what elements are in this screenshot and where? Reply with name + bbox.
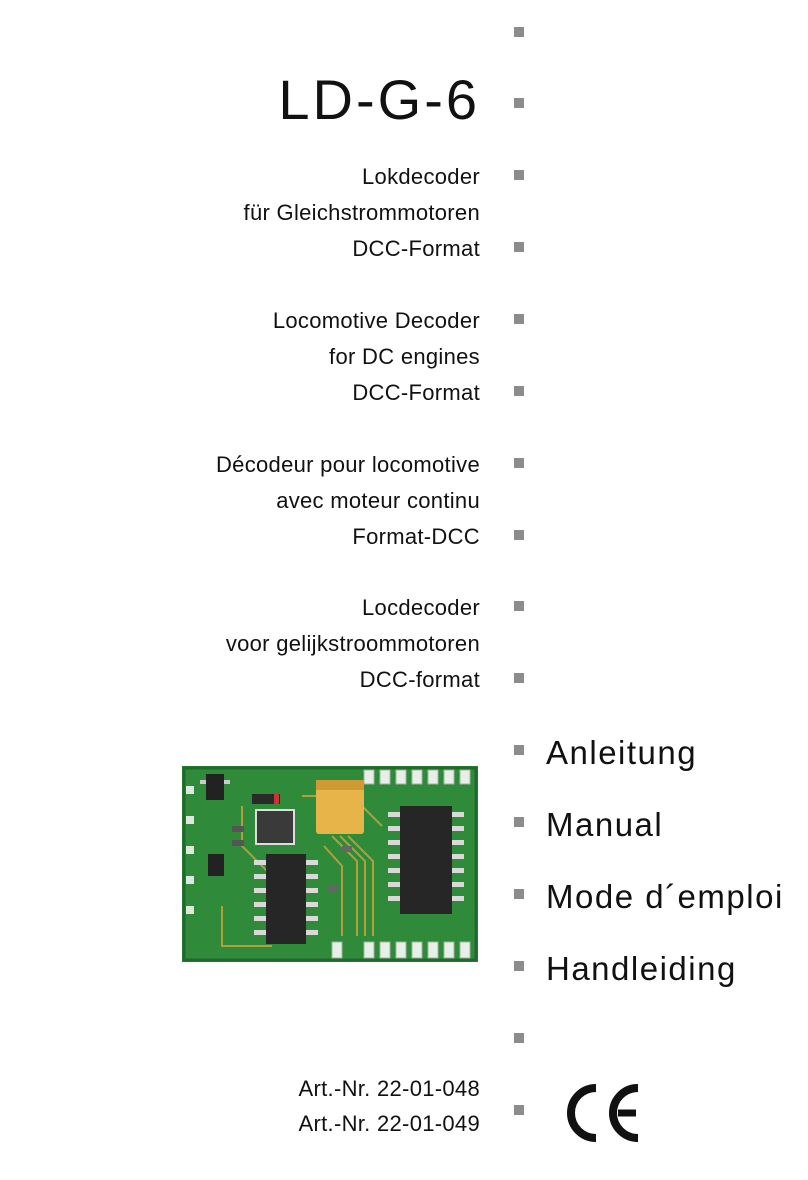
label-handleiding: Handleiding xyxy=(546,950,737,987)
ce-mark-icon xyxy=(567,1084,639,1142)
section-nl-line-3: DCC-format xyxy=(359,667,480,692)
article-number-2: Art.-Nr. 22-01-049 xyxy=(298,1111,480,1136)
section-de-line-3: DCC-Format xyxy=(352,236,480,261)
section-fr-line-2: avec moteur continu xyxy=(276,488,480,513)
bullet-marker xyxy=(514,530,524,540)
section-fr-line-1: Décodeur pour locomotive xyxy=(215,452,480,477)
section-en-line-2: for DC engines xyxy=(329,344,480,369)
label-mode-d-emploi: Mode d´emploi xyxy=(546,878,784,915)
label-manual: Manual xyxy=(546,806,664,843)
bullet-marker xyxy=(514,817,524,827)
bullet-marker xyxy=(514,889,524,899)
bullet-marker xyxy=(514,242,524,252)
article-number-1: Art.-Nr. 22-01-048 xyxy=(298,1076,480,1101)
bullet-marker xyxy=(514,98,524,108)
bullet-marker xyxy=(514,745,524,755)
section-de-line-2: für Gleichstrommotoren xyxy=(243,200,480,225)
bullet-marker xyxy=(514,386,524,396)
section-nl-line-2: voor gelijkstroommotoren xyxy=(225,631,480,656)
section-en-line-1: Locomotive Decoder xyxy=(272,308,480,333)
bullet-marker xyxy=(514,961,524,971)
section-en-line-3: DCC-Format xyxy=(352,380,480,405)
decoder-board-photo xyxy=(182,766,478,962)
bullet-marker xyxy=(514,27,524,37)
bullet-marker xyxy=(514,458,524,468)
section-nl-line-1: Locdecoder xyxy=(362,595,480,620)
bullet-marker xyxy=(514,1033,524,1043)
bullet-marker xyxy=(514,673,524,683)
product-title: LD-G-6 xyxy=(278,68,480,131)
bullet-marker xyxy=(514,314,524,324)
section-de-line-1: Lokdecoder xyxy=(362,164,480,189)
bullet-marker xyxy=(514,170,524,180)
label-anleitung: Anleitung xyxy=(546,734,698,771)
bullet-marker xyxy=(514,601,524,611)
section-fr-line-3: Format-DCC xyxy=(352,524,480,549)
bullet-marker xyxy=(514,1105,524,1115)
